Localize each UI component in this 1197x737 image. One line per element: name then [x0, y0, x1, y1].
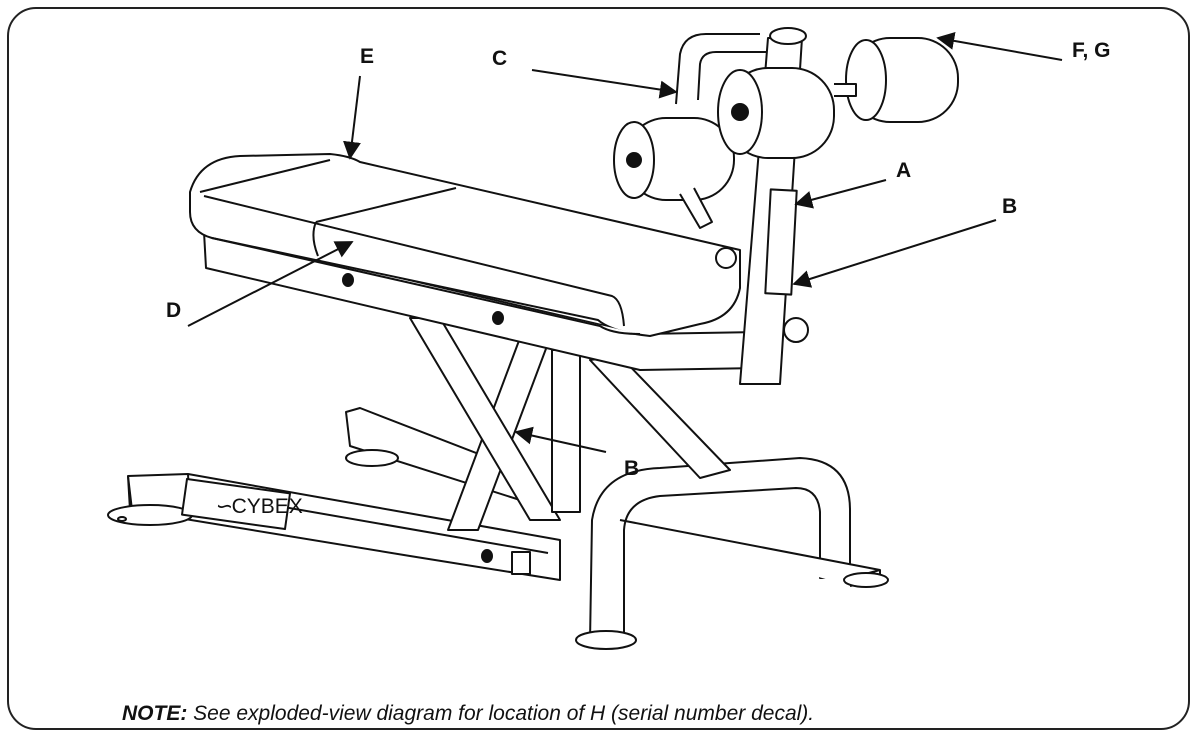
pop-pin-knob-upper	[715, 247, 737, 269]
roller-center-hub	[731, 103, 749, 121]
roller-left-hub	[626, 152, 642, 168]
post-decal-a	[764, 188, 798, 296]
base-decal	[511, 551, 531, 575]
footnote: NOTE: See exploded-view diagram for loca…	[122, 702, 814, 726]
center-post	[551, 349, 581, 513]
leader-c	[531, 69, 678, 99]
rear-foot-pad	[345, 449, 399, 467]
roller-support	[679, 187, 713, 229]
post-handle-frame	[675, 33, 766, 105]
leader-d	[187, 241, 354, 327]
leader-lines	[187, 31, 1063, 453]
cybex-swoosh-icon: ∽	[214, 495, 232, 518]
cybex-plate	[181, 477, 291, 531]
post-cap	[769, 27, 807, 45]
callout-e: E	[360, 45, 375, 68]
footnote-prefix: NOTE:	[122, 702, 188, 725]
roller-right-end	[845, 39, 887, 121]
cybex-logo-text: CYBEX	[231, 495, 303, 518]
callout-d: D	[166, 299, 182, 322]
bench-drawing	[107, 27, 959, 650]
leader-e	[343, 75, 361, 160]
cybex-logo: ∽CYBEX	[214, 494, 303, 519]
leader-fg	[936, 31, 1063, 61]
leader-b-top	[792, 219, 997, 288]
base-bolt	[481, 549, 493, 563]
pad-seam	[211, 237, 641, 335]
left-foot-pad	[107, 504, 193, 526]
left-foot-hole	[117, 516, 127, 522]
pop-pin-knob-lower	[783, 317, 809, 343]
callout-b-top: B	[1002, 195, 1018, 218]
callout-a: A	[896, 159, 912, 182]
callout-c: C	[492, 47, 508, 70]
callout-fg: F, G	[1072, 39, 1111, 62]
bench-pad-top	[199, 159, 625, 327]
front-foot-pad-left	[575, 630, 637, 650]
callout-b-bottom: B	[624, 457, 640, 480]
leader-b-bottom	[514, 426, 607, 453]
front-foot-pad-right	[843, 572, 889, 588]
frame-bolt-1	[342, 273, 354, 287]
leader-a	[794, 179, 887, 209]
roller-shaft	[834, 83, 857, 97]
bench-pad	[189, 153, 741, 337]
frame-bolt-2	[492, 311, 504, 325]
front-u-frame	[589, 457, 851, 643]
footnote-text: See exploded-view diagram for location o…	[187, 702, 815, 725]
